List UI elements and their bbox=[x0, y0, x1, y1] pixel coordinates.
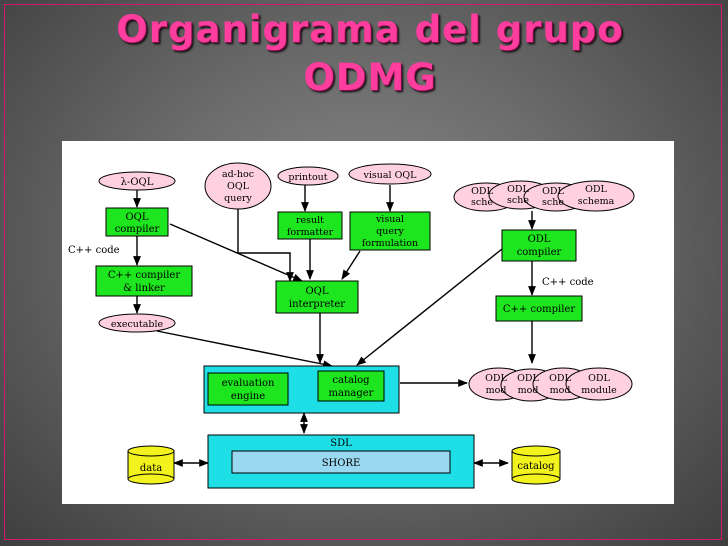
visual-oql-ellipse bbox=[348, 163, 432, 185]
cpp-code-right-label: C++ code bbox=[542, 277, 594, 288]
cpp-compiler-right-label: C++ compiler bbox=[503, 304, 575, 315]
result-formatter-label-2: formatter bbox=[287, 227, 334, 238]
cpp-compiler-linker-label-2: & linker bbox=[123, 283, 165, 294]
connectors bbox=[133, 185, 536, 467]
odl-compiler-label-1: ODL bbox=[528, 234, 551, 245]
catalog-manager-label-1: catalog bbox=[332, 375, 370, 386]
sdl-label: SDL bbox=[330, 438, 352, 449]
odmg-diagram-svg: λ-OQL OQL compiler C++ code C++ compiler… bbox=[68, 162, 635, 489]
data-cylinder-top bbox=[127, 445, 175, 457]
odl-schema-4-label-1: ODL bbox=[585, 184, 607, 195]
odl-module-3-label-2: mod bbox=[550, 385, 571, 396]
catalog-cylinder-bottom bbox=[511, 473, 561, 485]
visual-query-formulation-label-3: formulation bbox=[362, 238, 418, 249]
visual-query-formulation-box bbox=[349, 211, 431, 251]
evaluation-engine-box bbox=[207, 372, 289, 406]
odl-schema-1-label-1: ODL bbox=[471, 186, 493, 197]
slide-title: Organigrama del grupo ODMG bbox=[90, 6, 650, 102]
visual-query-formulation-label-1: visual bbox=[375, 214, 404, 225]
odl-schema-2-label-1: ODL bbox=[507, 184, 529, 195]
cpp-code-left-label: C++ code bbox=[68, 245, 120, 256]
loql-ellipse bbox=[98, 171, 176, 191]
executable-ellipse bbox=[98, 313, 176, 333]
oql-compiler-label-1: OQL bbox=[125, 212, 148, 223]
adhoc-query-label-2: OQL bbox=[227, 181, 250, 192]
oql-interpreter-box bbox=[275, 280, 359, 314]
arrow-adhoc-to-interpreter bbox=[237, 208, 294, 282]
result-formatter-label-1: result bbox=[296, 215, 324, 226]
shore-box bbox=[231, 450, 451, 474]
odl-schema-3-label-2: sche bbox=[542, 197, 564, 208]
odl-schema-group: ODL sche ODL sche ODL sche ODL schema bbox=[453, 180, 635, 212]
oql-interpreter-label-1: OQL bbox=[305, 286, 328, 297]
executable-label: executable bbox=[111, 319, 164, 330]
odl-module-4-label-2: module bbox=[581, 385, 617, 396]
odl-schema-3-label-1: ODL bbox=[542, 186, 564, 197]
catalog-cylinder-label: catalog bbox=[517, 461, 555, 472]
arrow-compiler-to-interpreter bbox=[169, 223, 303, 282]
oql-compiler-box bbox=[105, 207, 169, 237]
odl-schema-1-label-2: sche bbox=[471, 197, 493, 208]
catalog-cylinder: catalog bbox=[511, 445, 561, 485]
visual-query-formulation-label-2: query bbox=[376, 226, 404, 237]
cpp-compiler-linker-box bbox=[95, 265, 193, 297]
odl-module-3-label-1: ODL bbox=[549, 373, 571, 384]
odmg-diagram: λ-OQL OQL compiler C++ code C++ compiler… bbox=[62, 141, 674, 504]
oql-compiler-label-2: compiler bbox=[115, 224, 160, 235]
catalog-manager-label-2: manager bbox=[329, 388, 374, 399]
evaluation-engine-label-1: evaluation bbox=[222, 378, 275, 389]
adhoc-query-label-3: query bbox=[224, 193, 252, 204]
odl-compiler-box bbox=[501, 229, 577, 262]
odl-compiler-label-2: compiler bbox=[517, 247, 562, 258]
result-formatter-box bbox=[277, 211, 343, 240]
data-cylinder: data bbox=[127, 445, 175, 485]
odl-module-2-label-1: ODL bbox=[517, 373, 539, 384]
odl-schema-4-label-2: schema bbox=[578, 196, 615, 207]
cpp-compiler-linker-label-1: C++ compiler bbox=[108, 270, 180, 281]
title-line-1: Organigrama del grupo bbox=[116, 8, 624, 51]
cpp-compiler-right-box bbox=[495, 295, 583, 322]
odl-module-ellipse-4 bbox=[565, 367, 633, 401]
odl-module-group: ODL mod ODL mod ODL mod ODL module bbox=[468, 367, 633, 402]
catalog-manager-box bbox=[317, 370, 385, 402]
printout-label: printout bbox=[288, 172, 327, 183]
visual-oql-label: visual OQL bbox=[362, 170, 417, 181]
arrow-formulation-to-interpreter bbox=[341, 250, 361, 280]
title-line-2: ODMG bbox=[303, 56, 437, 99]
data-cylinder-label: data bbox=[140, 463, 162, 474]
odl-schema-2-label-2: sche bbox=[507, 195, 529, 206]
slide-frame bbox=[4, 4, 722, 540]
arrow-odlcompiler-to-catalog bbox=[356, 248, 503, 366]
loql-label: λ-OQL bbox=[121, 177, 154, 188]
odl-schema-ellipse-4 bbox=[557, 180, 635, 212]
shore-label: SHORE bbox=[322, 458, 361, 469]
odl-module-1-label-1: ODL bbox=[485, 373, 507, 384]
odl-module-4-label-1: ODL bbox=[588, 373, 610, 384]
evaluation-engine-label-2: engine bbox=[231, 391, 265, 402]
odl-module-2-label-2: mod bbox=[518, 385, 539, 396]
adhoc-query-label-1: ad-hoc bbox=[222, 169, 254, 180]
odl-module-1-label-2: mod bbox=[486, 385, 507, 396]
arrow-executable-to-catalog bbox=[156, 330, 333, 369]
oql-interpreter-label-2: interpreter bbox=[289, 299, 345, 310]
data-cylinder-bottom bbox=[127, 473, 175, 485]
adhoc-query-ellipse bbox=[204, 162, 272, 210]
printout-ellipse bbox=[277, 166, 339, 186]
catalog-cylinder-top bbox=[511, 445, 561, 457]
